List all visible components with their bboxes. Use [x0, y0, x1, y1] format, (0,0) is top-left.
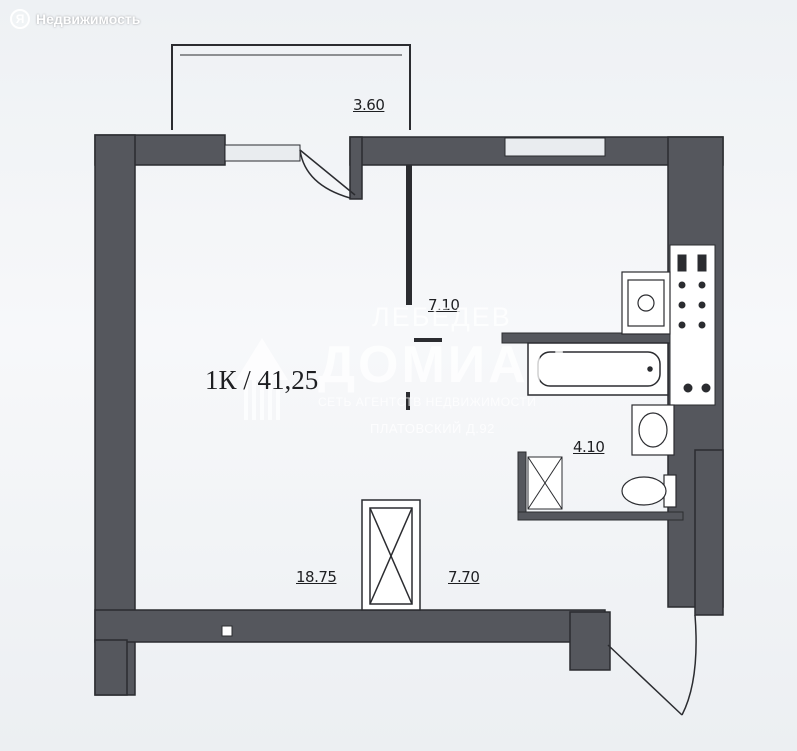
- stove-icon: [669, 244, 716, 406]
- room-shaft-icon: [361, 499, 421, 611]
- balcony-outline: [171, 44, 411, 130]
- area-bathroom: 4.10: [573, 438, 605, 456]
- toilet-icon: [621, 474, 677, 508]
- watermark-line-2: ДОМИАН: [318, 336, 570, 394]
- watermark-line-4: ПЛАТОВСКИЙ Д.92: [370, 421, 495, 436]
- kitchen-sink-icon: [621, 271, 671, 335]
- source-header: Я Недвижимость: [10, 8, 140, 30]
- bath-wall-bottom: [517, 511, 684, 521]
- washbasin-icon: [631, 404, 675, 456]
- watermark-logo-icon: [236, 338, 288, 420]
- area-room: 18.75: [296, 568, 337, 586]
- wall-balcony-jamb: [349, 136, 363, 200]
- bath-wall-left: [517, 451, 527, 519]
- wall-bottom-right-stub: [569, 611, 611, 671]
- window-left: [224, 144, 301, 162]
- partition-stub-lower: [406, 392, 410, 410]
- area-hallway: 7.70: [448, 568, 480, 586]
- wall-bottom-left-stub: [94, 639, 128, 696]
- service-name[interactable]: Недвижимость: [36, 11, 141, 27]
- partition-stub-mid: [414, 338, 442, 342]
- balcony-door-swing: [299, 149, 351, 199]
- area-kitchen: 7.10: [428, 296, 460, 314]
- watermark-line-1: ЛЕБЕДЕВ: [372, 302, 512, 332]
- partition-kitchen: [406, 165, 412, 305]
- wall-left: [94, 134, 136, 696]
- window-right: [504, 137, 606, 157]
- bath-shaft-icon: [527, 456, 563, 510]
- balcony-door-leaf: [299, 149, 356, 196]
- wall-socket: [221, 625, 233, 637]
- entrance-door-leaf: [607, 644, 683, 716]
- area-balcony: 3.60: [353, 96, 385, 114]
- wall-bottom: [94, 609, 606, 643]
- bathtub-icon: [527, 342, 669, 396]
- wall-right-lower: [694, 449, 724, 616]
- entrance-door-swing: [681, 614, 697, 716]
- apartment-label: 1К / 41,25: [205, 365, 319, 395]
- watermark-line-3: СЕТЬ АГЕНТСТВ НЕДВИЖИМОСТИ: [318, 395, 537, 409]
- yandex-logo-icon[interactable]: Я: [10, 9, 30, 29]
